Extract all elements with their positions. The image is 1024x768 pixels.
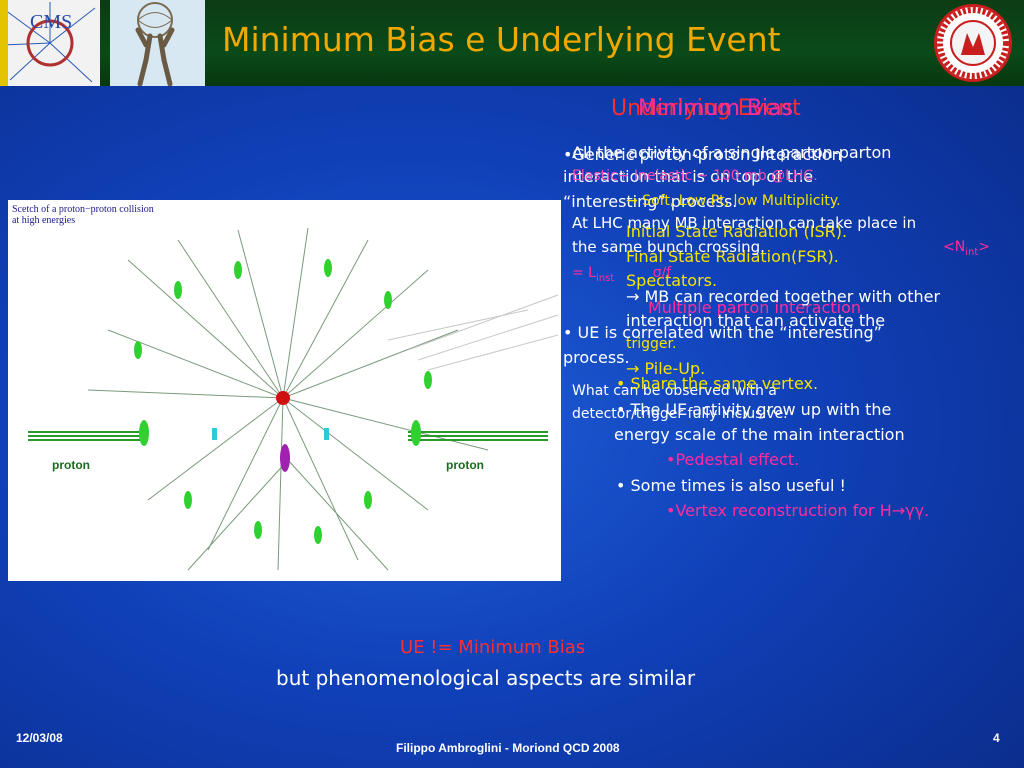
mb-line-trigger: trigger.: [626, 336, 677, 352]
ue-line-correlated: • UE is correlated with the “interesting…: [563, 323, 882, 342]
ue-line-fsr: Final State Radiation(FSR).: [626, 247, 839, 266]
mb-line-elastic: Elastic+ Inelastic ~ 100 mb @LHC.: [572, 168, 818, 184]
bottom-statement: UE != Minimum Bias: [400, 637, 586, 658]
proton-label-left: proton: [52, 458, 90, 472]
footer-date: 12/03/08: [16, 731, 63, 745]
mb-line-pedestal: •Pedestal effect.: [666, 450, 800, 469]
ue-line-mpi: Multiple parton interaction: [648, 298, 861, 317]
proton-label-right: proton: [446, 458, 484, 472]
footer-author: Filippo Ambroglini - Moriond QCD 2008: [396, 741, 620, 755]
collision-sketch-figure: Scetch of a proton−proton collision at h…: [8, 200, 561, 581]
mb-line-soft: → Soft, Low Pt, low Multiplicity.: [626, 193, 841, 209]
mb-lumi-sub: inst: [595, 272, 615, 284]
mb-line-pileup: → Pile-Up.: [626, 359, 706, 378]
mb-line-recorded: → MB can recorded together with other: [626, 287, 941, 306]
atlas-figure-logo: [110, 0, 205, 87]
ue-line-2: interaction that is on top of the: [563, 167, 814, 186]
mb-line-lhc: At LHC many MB interaction can take plac…: [572, 214, 917, 232]
figure-caption-line-1: Scetch of a proton−proton collision: [12, 204, 154, 215]
ue-title: Underlying Event: [611, 96, 801, 121]
mb-line-generic: •Generic proton-proton interaction: [563, 145, 842, 164]
ue-line-process: process.: [563, 348, 630, 367]
mb-line-useful: • Some times is also useful !: [616, 476, 846, 495]
mb-line-bunch: the same bunch crossing.: [572, 238, 765, 256]
ue-line-detector: detector/trigger fully inclusive.: [572, 406, 788, 422]
bottom-subtext: but phenomenological aspects are similar: [276, 666, 696, 690]
ue-line-isr: Initial State Radiation (ISR).: [626, 222, 848, 241]
mb-title: Minimum Bias: [638, 96, 794, 121]
mb-lumi-sigma: σ/f: [652, 265, 672, 281]
ue-line-3: “interesting” process.: [563, 192, 738, 211]
svg-text:CMS: CMS: [30, 11, 72, 33]
mb-nint-close: >: [978, 239, 990, 255]
mb-nint: <Nint>: [943, 238, 990, 262]
slide-title: Minimum Bias e Underlying Event: [222, 20, 781, 59]
figure-caption-line-2: at high energies: [12, 215, 76, 226]
mb-line-activate: interaction that can activate the: [626, 311, 886, 330]
header-bar: CMS Minimum Bias e Underlying Event: [0, 0, 1024, 87]
mb-luminosity: = Linst σ/f: [572, 264, 671, 288]
university-seal-icon: [934, 4, 1012, 82]
ue-line-observed: What can be observed with a: [572, 383, 777, 399]
ue-line-spectators: Spectators.: [626, 271, 718, 290]
cms-logo: CMS: [0, 0, 100, 86]
footer-page-number: 4: [993, 731, 1000, 745]
figure-caption: Scetch of a proton−proton collision at h…: [12, 204, 154, 226]
mb-nint-open: <N: [943, 239, 966, 255]
mb-line-grow: • The UE activity grow up with the: [616, 400, 892, 419]
mb-line-vertex-reco: •Vertex reconstruction for H→γγ.: [666, 501, 930, 520]
mb-nint-sub: int: [965, 246, 979, 258]
ue-line-1: All the activity of a single parton-part…: [572, 143, 892, 162]
mb-line-vertex: • Share the same vertex.: [616, 374, 819, 393]
cms-logo-icon: CMS: [0, 0, 100, 86]
mb-line-energy: energy scale of the main interaction: [614, 425, 905, 444]
collision-diagram-icon: [28, 227, 559, 571]
mb-lumi-l: = L: [572, 265, 596, 281]
atlas-statue-icon: [110, 0, 205, 87]
